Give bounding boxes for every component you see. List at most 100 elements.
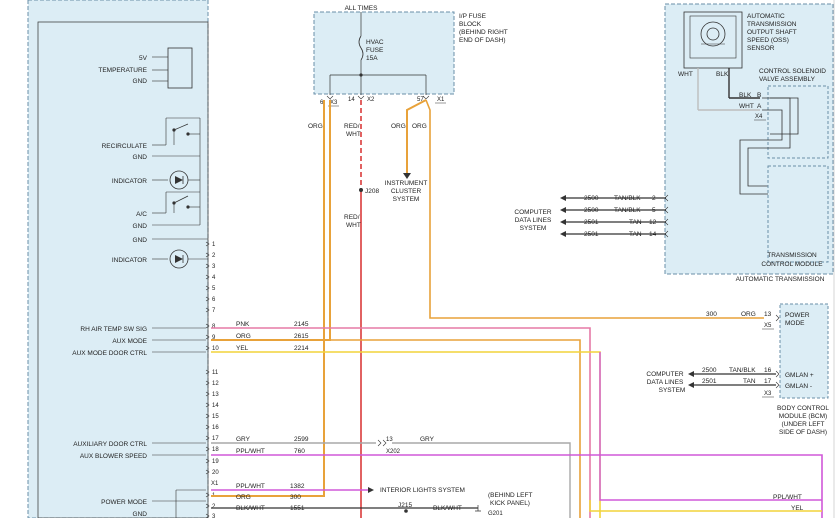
svg-text:CONTROL SOLENOID: CONTROL SOLENOID [759, 68, 826, 75]
svg-text:2501: 2501 [584, 231, 599, 238]
pin-label-gnd-4: GND [133, 237, 148, 244]
svg-text:2615: 2615 [294, 333, 309, 340]
tcm-box [767, 165, 829, 263]
svg-text:SYSTEM: SYSTEM [520, 225, 547, 232]
svg-text:(BEHIND RIGHT: (BEHIND RIGHT [459, 29, 508, 36]
pin-label-gnd-1: GND [133, 78, 148, 85]
svg-text:AUTOMATIC TRANSMISSION: AUTOMATIC TRANSMISSION [736, 276, 825, 283]
svg-text:17: 17 [212, 436, 219, 442]
wire-org-cluster [406, 99, 427, 175]
svg-text:TAN/BLK: TAN/BLK [614, 195, 641, 202]
signal-aux-door-ctrl: AUXILIARY DOOR CTRL [73, 441, 147, 448]
svg-text:10: 10 [212, 346, 219, 352]
svg-text:POWER: POWER [785, 312, 810, 319]
svg-text:6: 6 [320, 100, 324, 106]
svg-text:BLOCK: BLOCK [459, 21, 482, 28]
control-solenoid-box [767, 85, 829, 159]
svg-text:X1: X1 [211, 481, 219, 487]
svg-text:14: 14 [348, 97, 355, 103]
svg-text:TAN: TAN [629, 231, 642, 238]
svg-text:2599: 2599 [294, 436, 309, 443]
svg-text:TAN: TAN [743, 378, 756, 385]
svg-text:18: 18 [212, 447, 219, 453]
fuse-all-times: ALL TIMES [345, 5, 379, 12]
svg-text:OUTPUT SHAFT: OUTPUT SHAFT [747, 29, 797, 36]
pin-label-recirculate: RECIRCULATE [102, 143, 148, 150]
svg-text:2145: 2145 [294, 321, 309, 328]
svg-text:PPL/WHT: PPL/WHT [773, 494, 802, 501]
svg-text:13: 13 [212, 392, 219, 398]
svg-text:14: 14 [212, 403, 219, 409]
signal-aux-blower: AUX BLOWER SPEED [80, 453, 147, 460]
svg-text:16: 16 [764, 367, 772, 374]
fuse-icon [358, 35, 364, 61]
svg-text:ORG: ORG [741, 311, 756, 318]
transmission-box [664, 3, 834, 275]
svg-text:G201: G201 [488, 511, 503, 517]
svg-text:J208: J208 [365, 188, 379, 195]
signal-aux-mode: AUX MODE [112, 338, 147, 345]
svg-text:16: 16 [212, 425, 219, 431]
interior-lights-label: INTERIOR LIGHTS SYSTEM [380, 487, 465, 494]
signal-aux-mode-door: AUX MODE DOOR CTRL [72, 350, 147, 357]
svg-text:15A: 15A [366, 55, 378, 62]
svg-text:X2: X2 [367, 97, 375, 103]
pin-label-indicator-1: INDICATOR [112, 178, 147, 185]
svg-text:11: 11 [212, 370, 219, 376]
svg-text:6: 6 [212, 297, 216, 303]
oss-sensor-box [683, 11, 743, 69]
svg-text:GRY: GRY [420, 436, 435, 443]
pin-label-5v: 5V [139, 55, 148, 62]
svg-text:RED/: RED/ [344, 214, 360, 221]
svg-text:CONTROL MODULE: CONTROL MODULE [761, 261, 823, 268]
svg-text:DATA LINES: DATA LINES [515, 217, 552, 224]
svg-text:YEL: YEL [791, 505, 804, 512]
svg-text:3: 3 [212, 514, 216, 518]
svg-text:7: 7 [212, 308, 216, 314]
splice-j208 [359, 188, 363, 192]
svg-text:2500: 2500 [584, 207, 599, 214]
svg-text:20: 20 [212, 470, 219, 476]
wire-ppl-760 [211, 454, 823, 518]
instrument-cluster-label: INSTRUMENT [385, 180, 428, 187]
svg-text:J215: J215 [398, 502, 412, 509]
svg-text:12: 12 [212, 381, 219, 387]
svg-text:MODE: MODE [785, 320, 805, 327]
svg-text:KICK PANEL): KICK PANEL) [490, 500, 530, 507]
svg-text:19: 19 [212, 459, 219, 465]
svg-text:2501: 2501 [702, 378, 717, 385]
signal-power-mode: POWER MODE [101, 499, 148, 506]
svg-text:I/P FUSE: I/P FUSE [459, 13, 487, 20]
svg-text:GMLAN -: GMLAN - [785, 383, 812, 390]
svg-text:SYSTEM: SYSTEM [659, 387, 686, 394]
svg-text:BLK: BLK [739, 92, 752, 99]
svg-text:(BEHIND LEFT: (BEHIND LEFT [488, 492, 532, 499]
svg-text:300: 300 [706, 311, 717, 318]
svg-text:END OF DASH): END OF DASH) [459, 37, 506, 44]
svg-text:YEL: YEL [236, 345, 249, 352]
svg-text:2500: 2500 [584, 195, 599, 202]
svg-text:2500: 2500 [702, 367, 717, 374]
pin-label-indicator-2: INDICATOR [112, 257, 147, 264]
svg-text:WHT: WHT [678, 71, 693, 78]
svg-text:5: 5 [212, 286, 216, 292]
svg-text:X4: X4 [755, 114, 763, 120]
svg-text:TAN/BLK: TAN/BLK [729, 367, 756, 374]
pin-label-ac: A/C [136, 211, 147, 218]
svg-text:9: 9 [212, 335, 216, 341]
svg-text:17: 17 [764, 378, 772, 385]
svg-text:13: 13 [386, 437, 393, 443]
svg-text:BODY CONTROL: BODY CONTROL [777, 405, 829, 412]
svg-text:ORG: ORG [236, 333, 251, 340]
svg-text:SENSOR: SENSOR [747, 45, 775, 52]
svg-text:PPL/WHT: PPL/WHT [236, 448, 265, 455]
svg-text:8: 8 [212, 324, 216, 330]
svg-text:BLK/WHT: BLK/WHT [236, 505, 265, 512]
signal-rh-air-temp: RH AIR TEMP SW SIG [80, 326, 147, 333]
fuse-block-box [313, 11, 455, 95]
oss-sensor-icon [700, 21, 726, 47]
svg-text:WHT: WHT [346, 131, 361, 138]
svg-text:13: 13 [764, 311, 772, 318]
pin-label-temperature: TEMPERATURE [98, 67, 147, 74]
svg-text:PPL/WHT: PPL/WHT [236, 483, 265, 490]
